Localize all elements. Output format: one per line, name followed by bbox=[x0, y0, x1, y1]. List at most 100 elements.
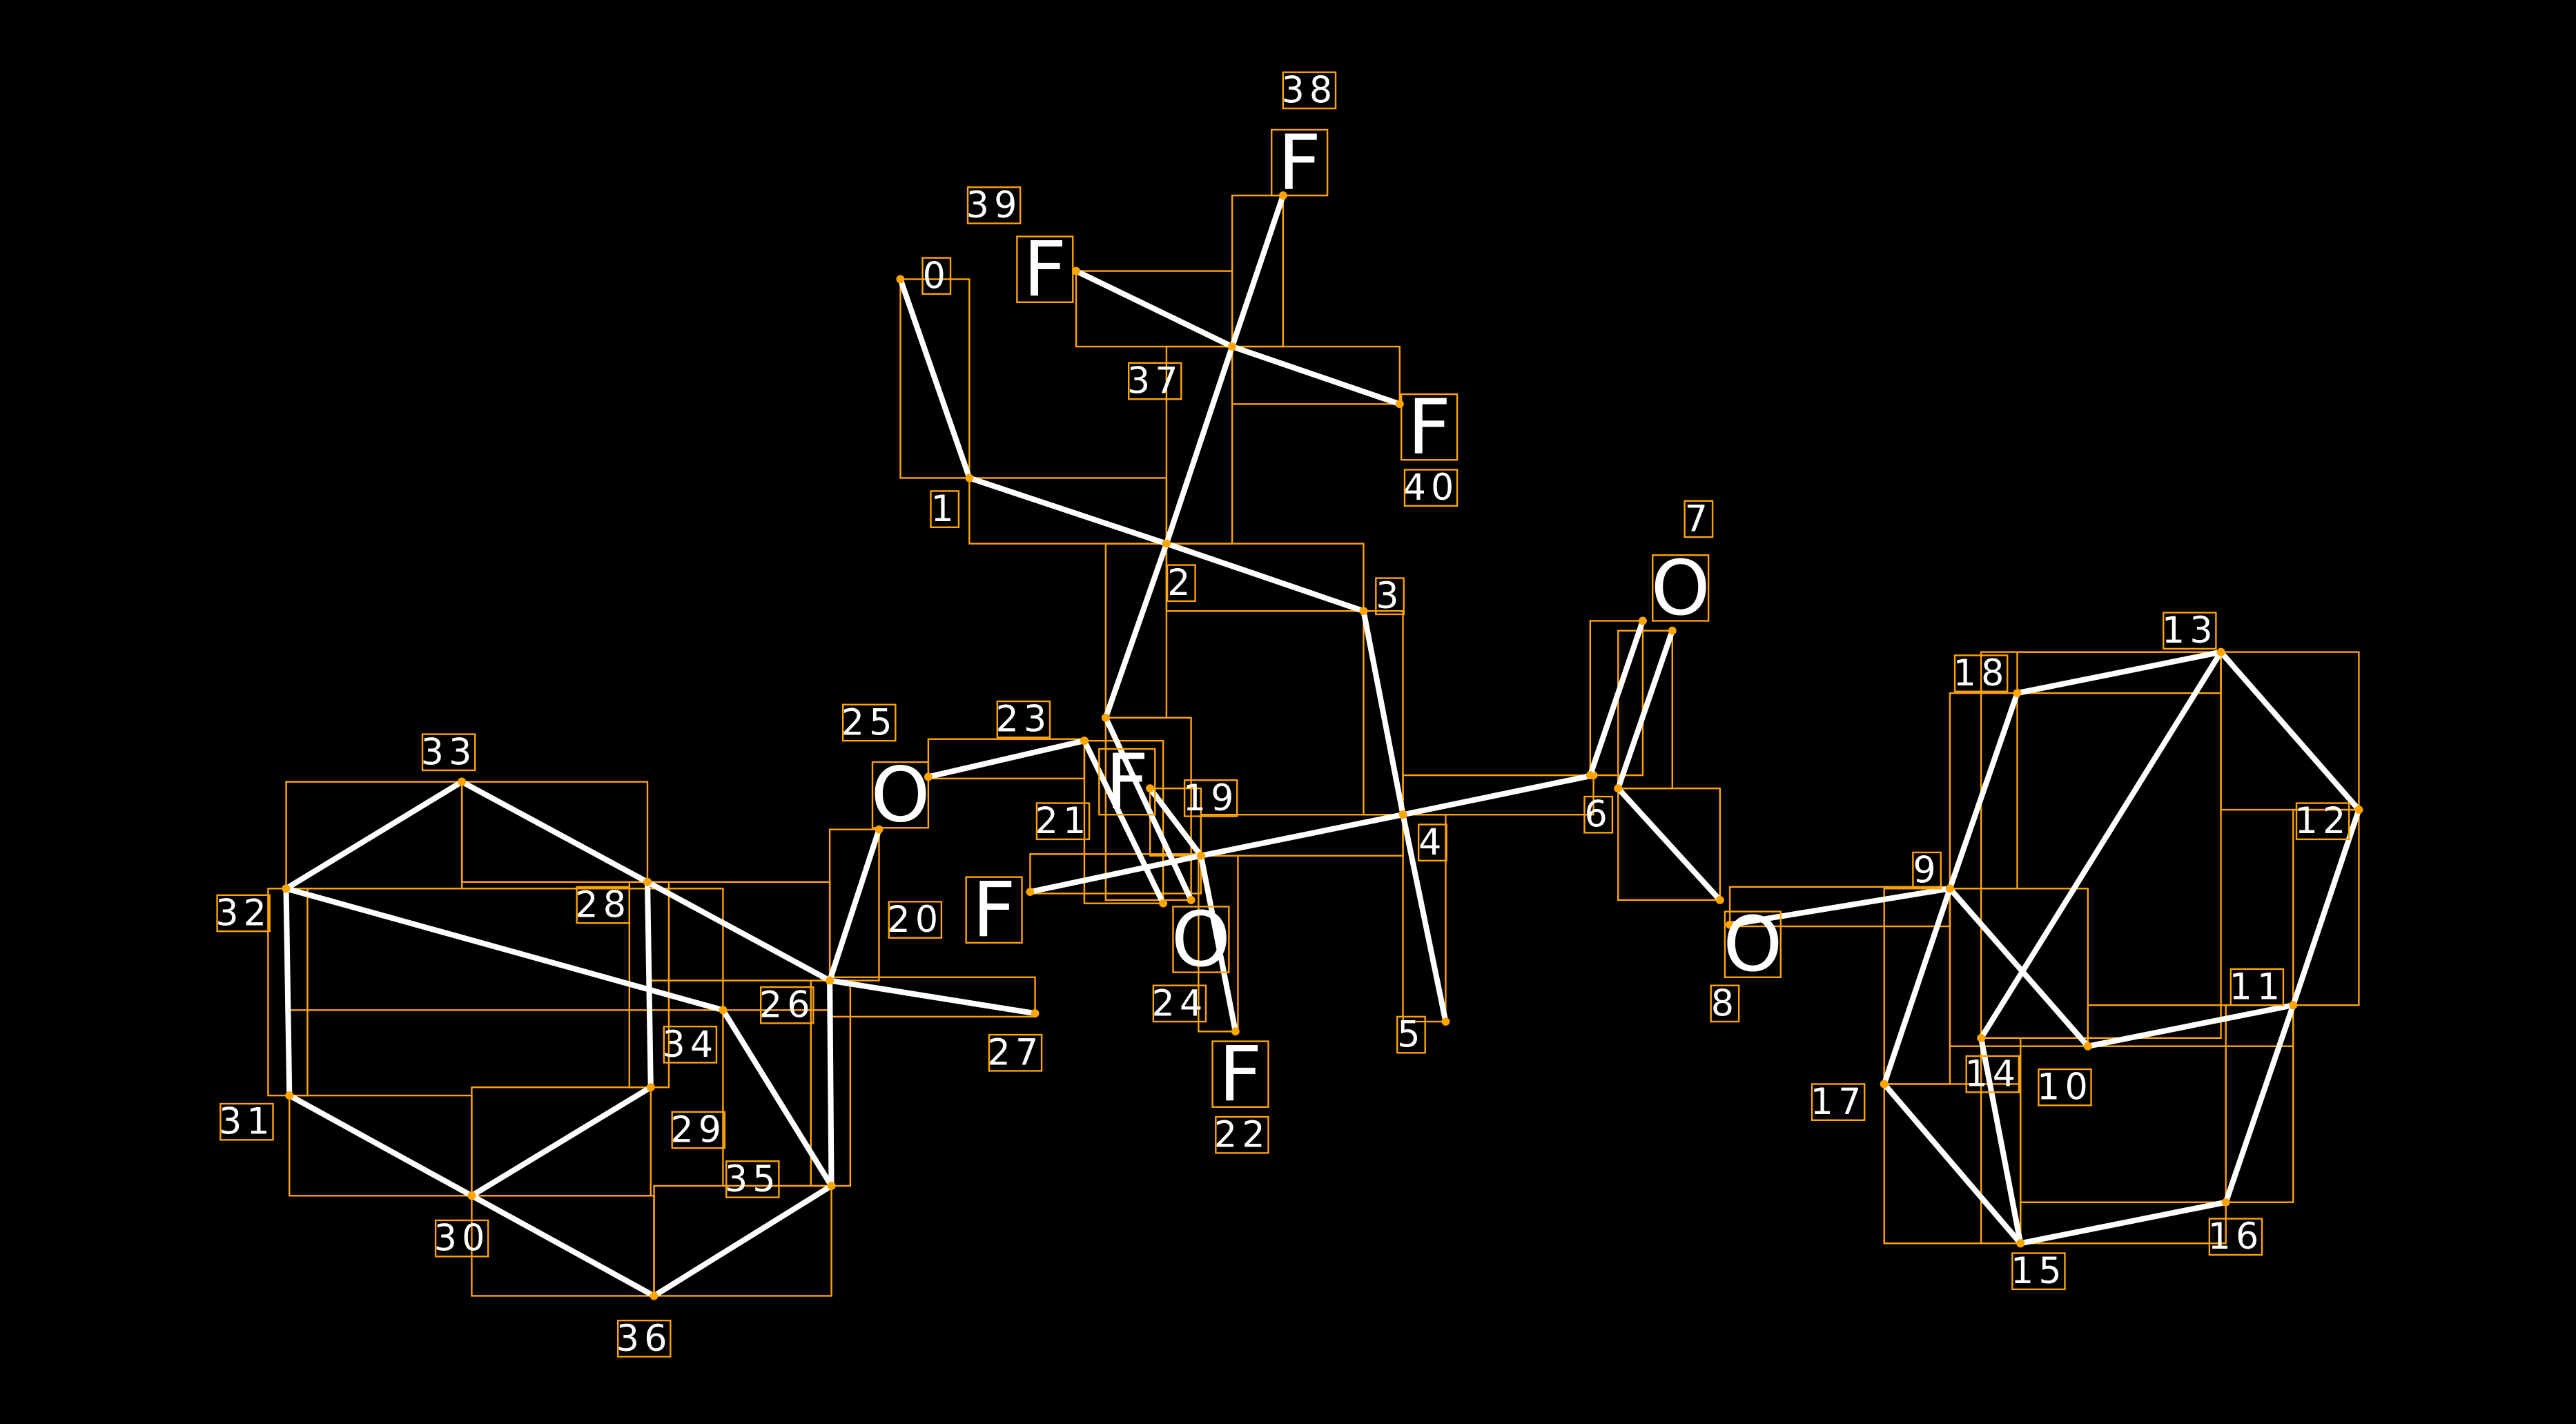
label-bounding-box bbox=[965, 876, 1023, 944]
atom-anchor bbox=[1196, 851, 1205, 860]
atom-anchor bbox=[2289, 1001, 2298, 1010]
atom-anchor bbox=[1231, 1027, 1240, 1036]
label-bounding-box bbox=[1652, 554, 1710, 622]
label-bounding-box bbox=[1035, 802, 1091, 841]
bond-bounding-box bbox=[1083, 739, 1164, 904]
label-bounding-box bbox=[1583, 795, 1614, 834]
bond bbox=[1163, 540, 1367, 614]
atom-index-label: 13 bbox=[2162, 609, 2218, 652]
label-bounding-box bbox=[930, 490, 960, 528]
atom-index-label: 34 bbox=[662, 1024, 718, 1066]
atom-anchor bbox=[1146, 784, 1155, 793]
bond bbox=[1073, 268, 1236, 350]
bond bbox=[1163, 344, 1236, 547]
bond bbox=[1727, 886, 1953, 928]
atom-index-label: 32 bbox=[215, 892, 271, 934]
atom-anchor bbox=[1441, 1017, 1450, 1026]
bond bbox=[1198, 852, 1238, 1035]
atom-anchor bbox=[1880, 1080, 1889, 1089]
bond-bounding-box bbox=[1883, 1083, 2022, 1245]
atom-anchor bbox=[1101, 713, 1110, 722]
bond bbox=[1615, 627, 1675, 792]
atom-index-label: 11 bbox=[2229, 966, 2285, 1008]
atom-anchor bbox=[965, 474, 974, 482]
atom-anchor bbox=[1162, 539, 1171, 548]
bond bbox=[286, 1093, 475, 1199]
bond-bounding-box bbox=[1589, 620, 1644, 777]
label-bounding-box bbox=[1417, 823, 1447, 862]
label-bounding-box bbox=[1375, 577, 1405, 616]
atom-anchor bbox=[1026, 888, 1035, 897]
label-bounding-box bbox=[2208, 1218, 2263, 1256]
atom-anchor bbox=[826, 976, 835, 985]
label-bounding-box bbox=[966, 186, 1022, 224]
atom-index-label: 1 bbox=[930, 488, 958, 530]
bond bbox=[651, 1182, 835, 1299]
bond-bounding-box bbox=[1980, 651, 2222, 1040]
bond-bounding-box bbox=[2292, 808, 2360, 1006]
bond bbox=[459, 779, 651, 885]
atom-anchor bbox=[285, 1091, 294, 1100]
bond bbox=[283, 779, 465, 892]
bond bbox=[1081, 738, 1167, 906]
atom-anchor bbox=[467, 1191, 476, 1200]
atom-anchor bbox=[1715, 896, 1724, 904]
bond bbox=[1027, 852, 1204, 895]
label-bounding-box bbox=[219, 1102, 274, 1141]
label-bounding-box bbox=[1098, 748, 1156, 816]
atom-anchor bbox=[1977, 1033, 1986, 1042]
label-bounding-box bbox=[1403, 469, 1458, 507]
atom-anchor bbox=[1668, 626, 1677, 635]
label-bounding-box bbox=[1912, 851, 1942, 890]
bond bbox=[827, 826, 882, 984]
bond-bounding-box bbox=[1200, 814, 1404, 857]
label-bounding-box bbox=[988, 1033, 1043, 1072]
label-bounding-box bbox=[2038, 1068, 2092, 1106]
bond bbox=[644, 879, 654, 1091]
bond bbox=[2014, 649, 2224, 696]
label-bounding-box bbox=[421, 733, 476, 772]
label-bounding-box bbox=[760, 986, 814, 1024]
label-bounding-box bbox=[434, 1219, 489, 1258]
bond bbox=[1881, 886, 1953, 1087]
atom-anchor bbox=[1395, 400, 1404, 409]
atom-index-label: 15 bbox=[2011, 1250, 2067, 1292]
element-label-f: F bbox=[1219, 1030, 1262, 1118]
atom-index-label: 6 bbox=[1585, 794, 1612, 836]
bond bbox=[2290, 807, 2362, 1008]
atom-anchor bbox=[719, 1006, 728, 1015]
bond bbox=[966, 475, 1169, 547]
atom-anchor bbox=[646, 1083, 655, 1092]
element-label-o: O bbox=[1723, 900, 1782, 988]
label-bounding-box bbox=[576, 886, 631, 924]
bond bbox=[925, 738, 1087, 780]
atom-index-label: 36 bbox=[616, 1318, 672, 1360]
bond bbox=[283, 886, 293, 1099]
element-label-f: F bbox=[1278, 119, 1321, 207]
atom-index-label: 8 bbox=[1711, 982, 1739, 1024]
bond bbox=[1102, 540, 1169, 721]
label-bounding-box bbox=[1400, 393, 1458, 461]
atom-anchor bbox=[282, 884, 291, 893]
label-bounding-box bbox=[1166, 564, 1196, 603]
bond bbox=[1360, 608, 1406, 818]
bond-bounding-box bbox=[1231, 345, 1401, 405]
bond bbox=[1978, 649, 2224, 1041]
bond-bounding-box bbox=[927, 738, 1086, 780]
atom-index-label: 29 bbox=[670, 1109, 726, 1151]
atom-anchor bbox=[896, 275, 905, 284]
atom-index-label: 17 bbox=[1811, 1081, 1866, 1123]
atom-index-label: 18 bbox=[1953, 652, 2009, 694]
bond bbox=[1400, 772, 1597, 818]
bond bbox=[2018, 1199, 2229, 1247]
bond bbox=[827, 977, 1038, 1017]
bond bbox=[1102, 714, 1194, 903]
atom-index-label: 14 bbox=[1964, 1053, 2020, 1095]
bond bbox=[469, 1193, 657, 1299]
element-label-f: F bbox=[973, 866, 1016, 954]
atom-index-label: 7 bbox=[1685, 498, 1713, 540]
atom-anchor bbox=[2216, 647, 2225, 656]
label-bounding-box bbox=[1965, 1055, 2020, 1093]
atom-index-label: 23 bbox=[995, 699, 1051, 741]
atom-index-label: 19 bbox=[1183, 777, 1239, 819]
